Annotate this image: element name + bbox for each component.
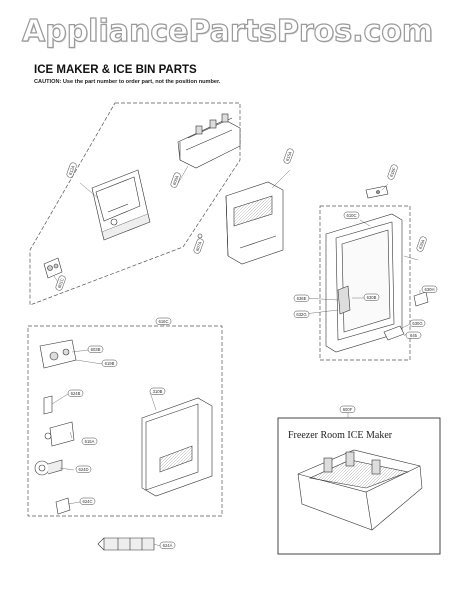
callout-label: 624D [78, 467, 88, 472]
callout-632g: 632G [293, 310, 310, 318]
callout-label: 630A [418, 238, 426, 249]
callout-label: 624A [163, 543, 173, 548]
callout-636e: 636E [293, 294, 310, 302]
callout-label: 610C [346, 213, 356, 218]
callout-label: 616F [389, 166, 397, 177]
callout-616f: 616F [387, 164, 398, 180]
part-spout-624a [97, 537, 155, 551]
callout-615a: 615A [81, 437, 98, 445]
callout-645: 645 [405, 331, 422, 339]
callout-624c: 624C [79, 497, 96, 505]
callout-label: 624B [71, 391, 81, 396]
callout-624a: 624A [159, 541, 176, 549]
callout-600f: 600F [339, 405, 356, 413]
callout-label: 601C [57, 278, 65, 289]
callout-label: 603B [91, 347, 101, 352]
watermark-logo: AppliancePartsPros.com [21, 13, 434, 49]
callout-619b: 619B [101, 359, 118, 367]
callout-label: 636E [297, 296, 307, 301]
dispenser-group-outline [27, 325, 223, 517]
callout-616c: 616C [155, 317, 172, 325]
callout-label: 600F [343, 407, 353, 412]
part-cover-615a [225, 181, 284, 265]
callout-label: 615A [285, 150, 293, 161]
callout-label: 619B [105, 361, 115, 366]
part-bracket-645 [383, 325, 405, 341]
callout-label: 607A [195, 240, 203, 251]
callout-624b: 624B [67, 389, 84, 397]
callout-630b: 630B [363, 293, 380, 301]
callout-630a: 630A [416, 236, 427, 252]
callout-615a: 615A [283, 148, 294, 164]
callout-label: 630B [367, 295, 377, 300]
callout-label: 310B [153, 389, 163, 394]
page-title: ICE MAKER & ICE BIN PARTS [34, 64, 197, 76]
callout-630g: 630G [409, 319, 426, 327]
callout-601c: 601C [55, 275, 66, 291]
part-icemaker-600f [297, 449, 423, 531]
callout-label: 600A [172, 174, 180, 185]
part-cover-310b [141, 397, 213, 497]
part-spring-624b [43, 395, 53, 415]
part-hinge-630h [413, 291, 429, 307]
part-solenoid-615a [44, 421, 75, 447]
callout-label: 624C [82, 499, 92, 504]
part-fitting-624d [34, 459, 63, 476]
callout-label: 616C [158, 319, 168, 324]
part-bracket-612a [91, 169, 151, 241]
icebin-door-group-outline [319, 205, 411, 361]
callout-label: 612A [68, 164, 76, 175]
callout-600a: 600A [170, 172, 181, 188]
callout-label: 632G [296, 312, 306, 317]
part-hinge-616f [365, 185, 389, 199]
callout-603b: 603B [87, 345, 104, 353]
callout-label: 615A [85, 439, 95, 444]
callout-607a: 607A [193, 238, 204, 254]
part-screw-607a [197, 233, 203, 239]
part-clip-601c [43, 257, 63, 279]
caution-note: CAUTION: Use the part number to order pa… [34, 79, 221, 85]
callout-310b: 310B [149, 387, 166, 395]
part-ice-bin-door [325, 213, 403, 353]
freezer-room-label: Freezer Room ICE Maker [288, 430, 393, 441]
callout-label: 630G [412, 321, 422, 326]
icemaker-group-outline [29, 102, 241, 306]
part-icemaker-600a [177, 113, 241, 169]
callout-630h: 630H [421, 285, 438, 293]
part-valve-624c [55, 497, 71, 515]
callout-label: 645 [410, 333, 418, 338]
callout-610c: 610C [343, 211, 360, 219]
callout-624d: 624D [75, 465, 92, 473]
callout-612a: 612A [66, 162, 77, 178]
callout-label: 630H [424, 287, 434, 292]
